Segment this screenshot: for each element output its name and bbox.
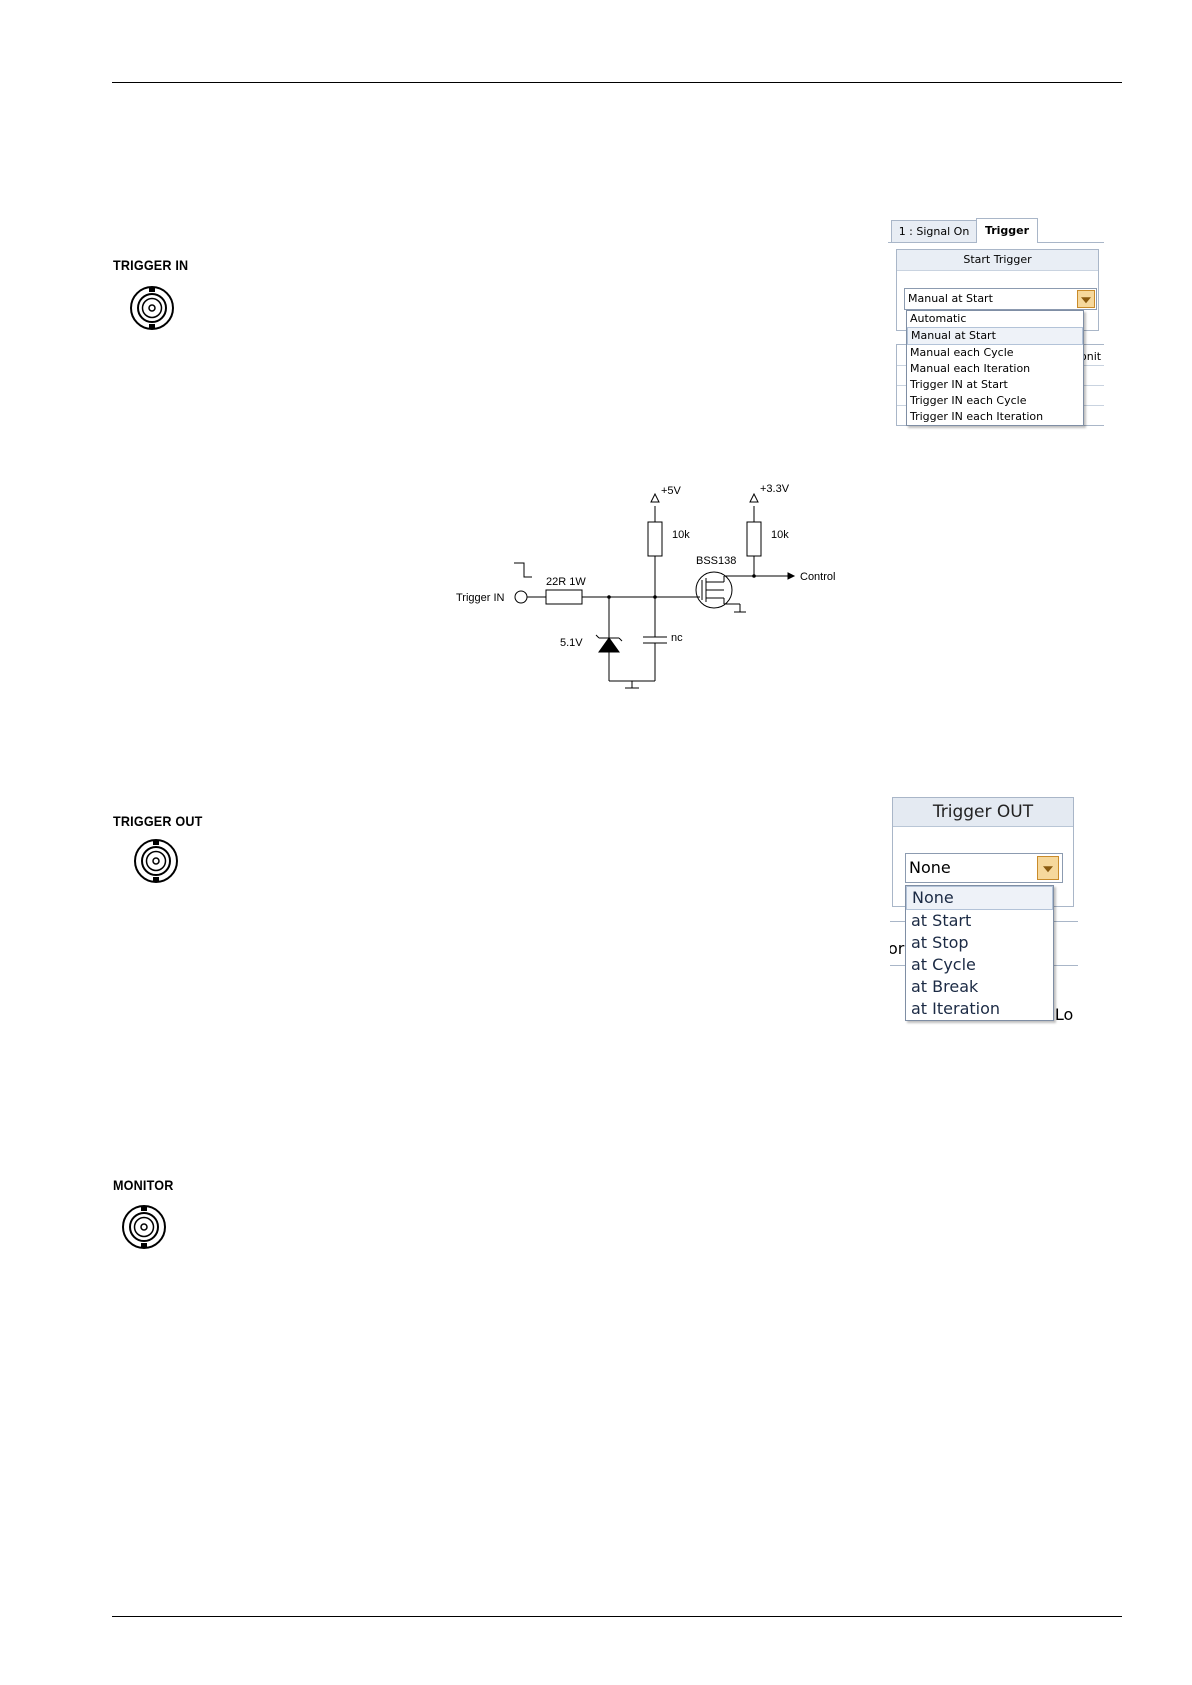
bnc-connector-icon xyxy=(134,839,178,883)
dropdown-option[interactable]: at Stop xyxy=(911,933,969,952)
schematic-supply-3v3-label: +3.3V xyxy=(760,483,790,495)
schematic-pullup-2-label: 10k xyxy=(771,529,789,541)
section-label-trigger-in: TRIGGER IN xyxy=(113,257,189,273)
dropdown-option-selected[interactable]: None xyxy=(906,886,1053,910)
selected-value: None xyxy=(909,858,951,877)
start-trigger-widget: 1 : Signal On Trigger Start Trigger onit… xyxy=(888,218,1104,430)
dropdown-option[interactable]: at Iteration xyxy=(911,999,1001,1018)
schematic-output-label: Control xyxy=(800,571,835,583)
bnc-connector-icon xyxy=(122,1205,166,1249)
bnc-connector-icon xyxy=(130,286,174,330)
chevron-down-icon[interactable] xyxy=(1077,290,1095,308)
dropdown-option[interactable]: Manual each Iteration xyxy=(910,362,1031,375)
dropdown-option[interactable]: Automatic xyxy=(910,312,967,325)
footer-rule xyxy=(112,1616,1122,1617)
dropdown-option[interactable]: Trigger IN at Start xyxy=(910,378,1008,391)
background-column-header: onit xyxy=(1080,350,1102,363)
schematic-capacitor-label: nc xyxy=(671,632,683,644)
dropdown-option[interactable]: at Cycle xyxy=(911,955,976,974)
dropdown-option[interactable]: at Break xyxy=(911,977,979,996)
dropdown-option[interactable]: Manual each Cycle xyxy=(910,346,1014,359)
start-trigger-select[interactable]: Manual at Start xyxy=(904,288,1097,310)
dropdown-option[interactable]: Trigger IN each Iteration xyxy=(910,410,1044,423)
group-title: Trigger OUT xyxy=(893,798,1073,827)
trigger-out-select[interactable]: None xyxy=(905,853,1063,883)
schematic-input-label: Trigger IN xyxy=(456,592,505,604)
trigger-out-group: Trigger OUT xyxy=(892,797,1074,907)
tab-signal-on[interactable]: 1 : Signal On xyxy=(891,220,977,242)
schematic-transistor-label: BSS138 xyxy=(696,555,736,567)
dropdown-option[interactable]: at Start xyxy=(911,911,972,930)
dropdown-option[interactable]: Trigger IN each Cycle xyxy=(910,394,1027,407)
section-label-monitor: MONITOR xyxy=(113,1177,174,1193)
trigger-in-schematic: Trigger IN 22R 1W 5.1V nc +5V 10k +3.3V … xyxy=(456,483,835,689)
trigger-out-widget: Trigger OUT or T Lo None None at Start a… xyxy=(890,797,1078,1025)
background-fragment-left: or xyxy=(890,939,905,958)
schematic-series-resistor-label: 22R 1W xyxy=(546,576,586,588)
start-trigger-dropdown: Automatic Manual at Start Manual each Cy… xyxy=(906,310,1084,426)
tab-strip: 1 : Signal On Trigger xyxy=(888,218,1104,243)
dropdown-option-selected[interactable]: Manual at Start xyxy=(907,327,1083,345)
tab-trigger[interactable]: Trigger xyxy=(976,218,1038,243)
schematic-pullup-1-label: 10k xyxy=(672,529,690,541)
section-label-trigger-out: TRIGGER OUT xyxy=(113,813,203,829)
trigger-out-dropdown: None at Start at Stop at Cycle at Break … xyxy=(905,885,1054,1021)
group-title: Start Trigger xyxy=(897,250,1098,271)
chevron-down-icon[interactable] xyxy=(1037,856,1059,880)
schematic-zener-label: 5.1V xyxy=(560,637,583,649)
header-rule xyxy=(112,82,1122,83)
schematic-supply-5v-label: +5V xyxy=(661,485,682,497)
selected-value: Manual at Start xyxy=(908,292,993,305)
